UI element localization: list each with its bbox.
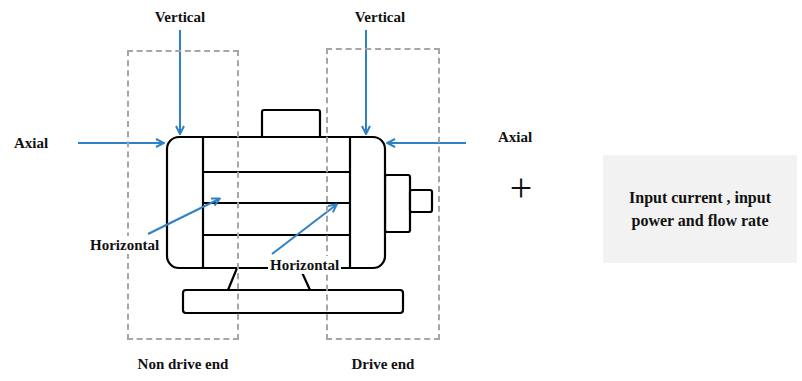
base-plate [183,290,403,313]
plus-sign: + [510,168,533,208]
direction-label: Horizontal [268,256,341,274]
measure-arrow [78,142,163,144]
measure-arrow [148,199,219,234]
shaft-hub [385,175,410,232]
direction-label: Axial [498,128,532,146]
measure-arrow [365,30,367,133]
info-box: Input current , input power and flow rat… [603,155,797,263]
info-text: Input current , input power and flow rat… [617,186,783,232]
shaft [410,190,432,212]
region-box: Non drive end [127,50,239,340]
direction-label: Vertical [155,8,205,26]
measure-arrow [388,142,466,144]
region-box: Drive end [326,48,440,340]
direction-label: Vertical [355,8,405,26]
direction-label: Axial [14,134,48,152]
region-label: Non drive end [138,356,229,373]
measure-arrow [179,30,181,133]
direction-label: Horizontal [88,236,161,254]
region-label: Drive end [352,356,415,373]
motor-body [167,137,385,268]
terminal-box [262,110,320,138]
